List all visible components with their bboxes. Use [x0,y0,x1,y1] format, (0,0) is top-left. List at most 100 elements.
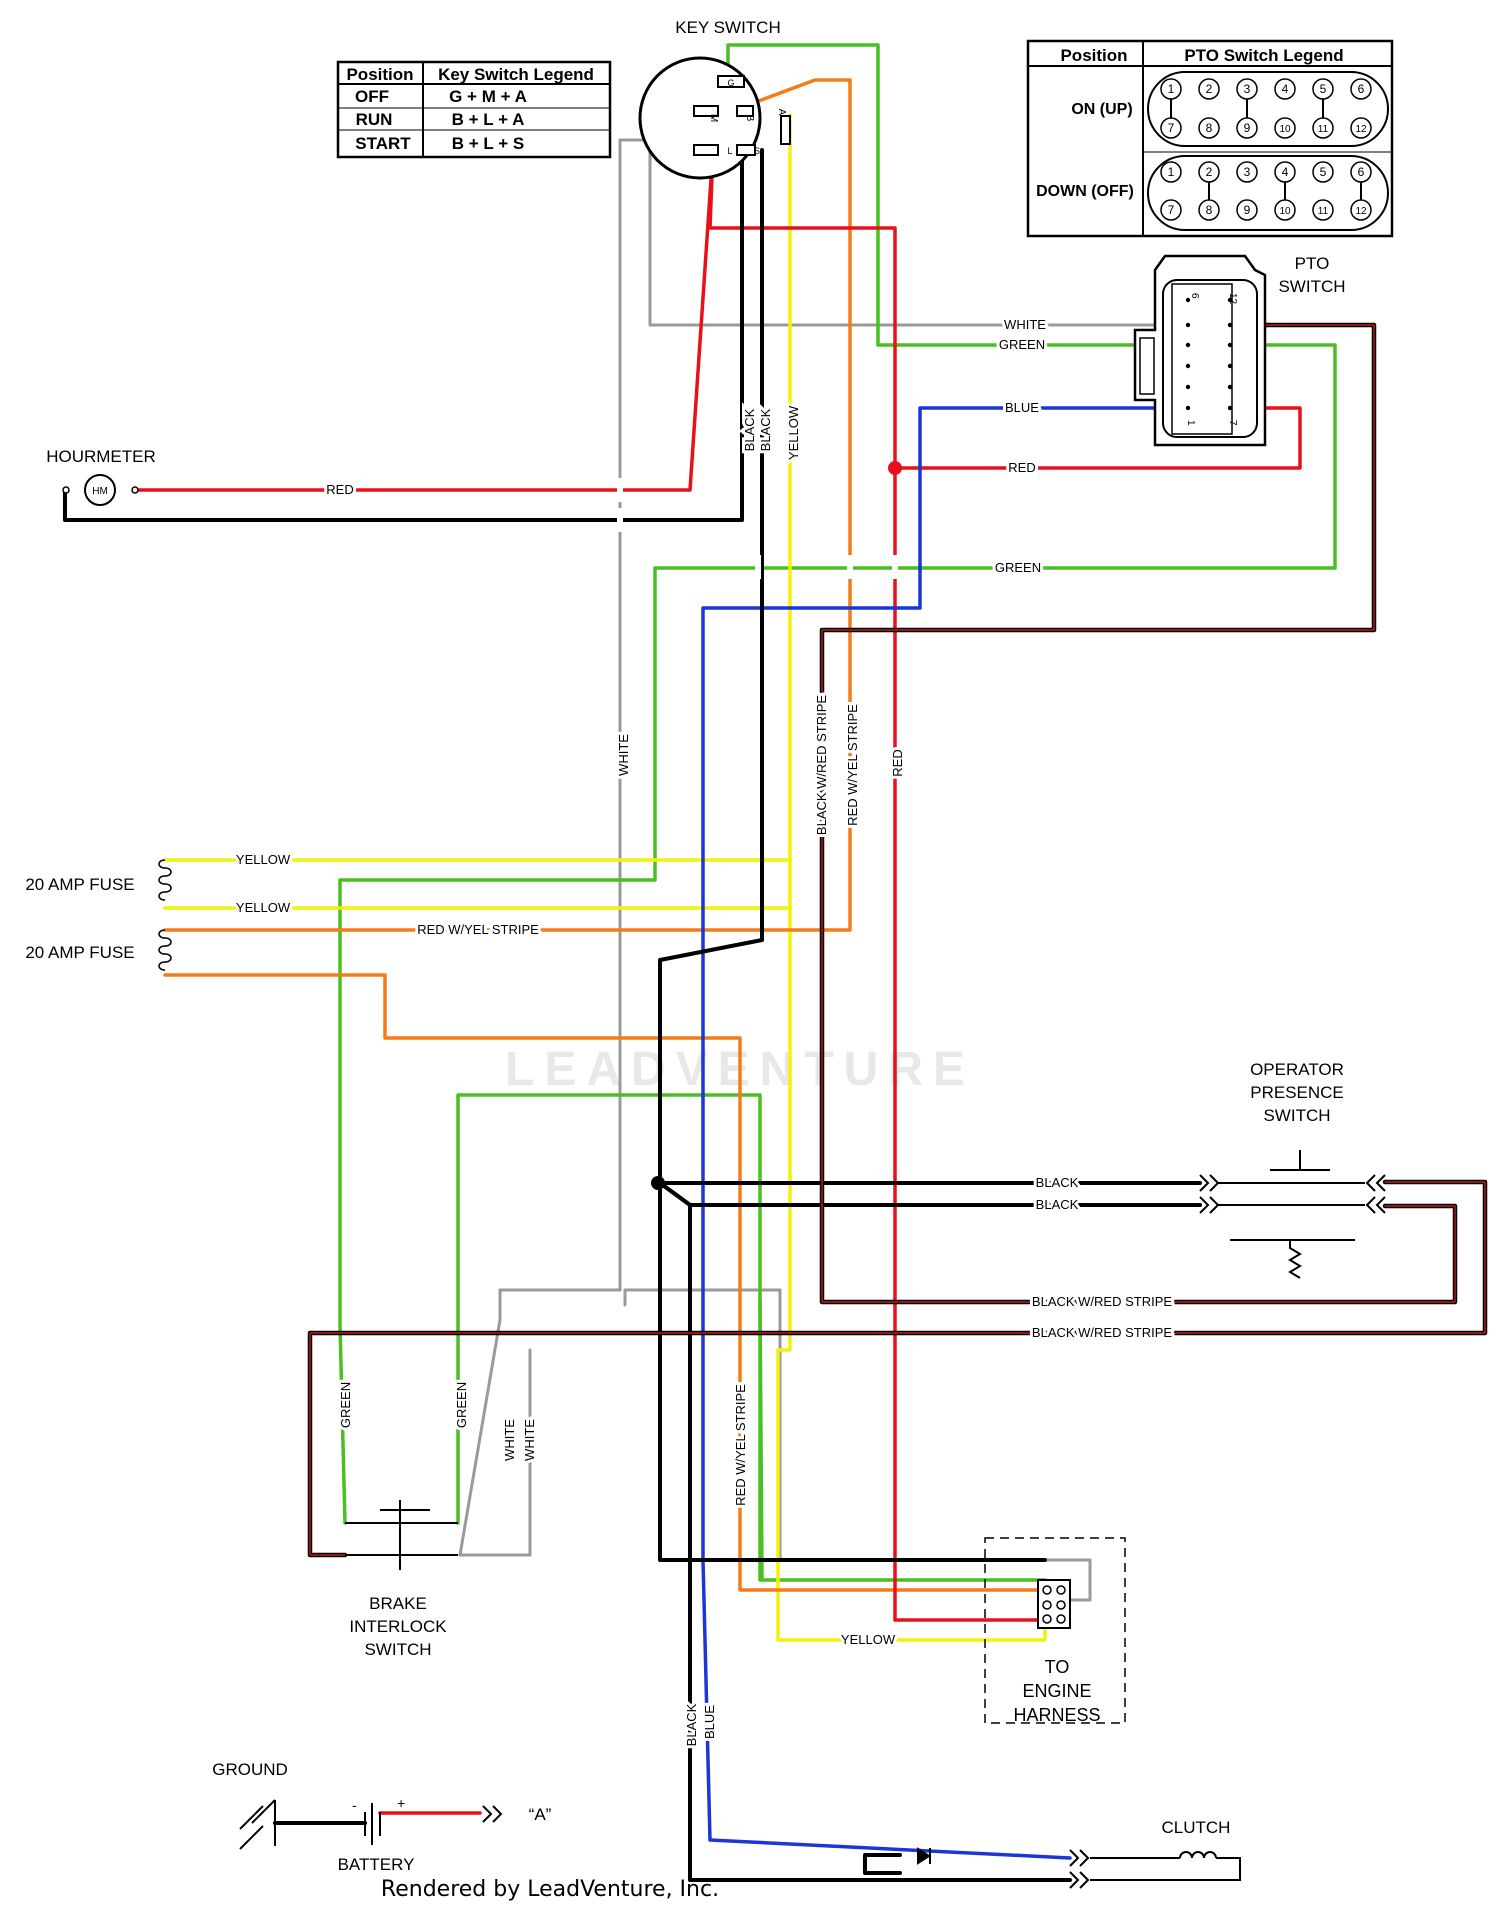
wire-label-blue-pto: BLUE [1005,400,1039,415]
wire-label-green-brake-2: GREEN [454,1382,469,1428]
wire-label-halo: BLACK [1036,1175,1079,1190]
pto-pin-label: 6 [1189,293,1200,299]
key-switch-label: KEY SWITCH [675,18,780,37]
brake-interlock-label: SWITCH [364,1640,431,1659]
pto-legend-pin-label: 5 [1320,82,1327,96]
wire-label-black-op-2: BLACK [1036,1197,1079,1212]
pto-legend-pin-label: 7 [1168,203,1175,217]
wire-label-halo: GREEN [995,560,1041,575]
diode-symbol [917,1847,931,1865]
pto-legend-pin-label: 4 [1282,165,1289,179]
key-terminal-g: G [727,78,734,88]
wire-label-halo: BLUE [1005,400,1039,415]
key-terminal-m: M [708,114,719,122]
yellow-wires [163,113,1047,1642]
key-legend-row-position: OFF [355,87,389,106]
pto-legend-pin-label: 5 [1320,165,1327,179]
pto-legend-pin [1236,161,1258,183]
wire-label-black-1: BLACK [742,408,757,451]
orange-wires [163,78,1047,1600]
wire-label-halo: BLACK [684,1703,699,1746]
wire-label-halo: BLACK [742,408,757,451]
pto-legend-pin-label: 2 [1206,165,1213,179]
pto-legend-pin [1274,78,1296,100]
operator-presence-label: PRESENCE [1250,1083,1344,1102]
key-switch-legend: Position Key Switch Legend OFF G + M + A… [336,60,612,159]
wire-label-black-op-1: BLACK [1036,1175,1079,1190]
wire-label-halo: GREEN [338,1382,353,1428]
fuse-label: 20 AMP FUSE [25,875,134,894]
battery-label: BATTERY [338,1855,415,1874]
wire-label-halo: WHITE [1004,317,1046,332]
pto-legend-down-label: DOWN (OFF) [1036,183,1134,200]
engine-harness-label: ENGINE [1022,1681,1091,1701]
wire-label-red-vert: RED [890,749,905,776]
key-legend-row-position: RUN [356,110,393,129]
wire-label-yellow-fuse-1: YELLOW [236,852,291,867]
pto-legend-pin-label: 7 [1168,121,1175,135]
clutch-symbol [1069,1849,1241,1889]
battery-minus: - [352,1797,357,1813]
pto-legend-pin [1160,78,1182,100]
wire-labels: WHITEWHITEGREENGREENBLUEBLUEREDREDGREENG… [233,314,1175,1749]
wire-label-green-brake-1: GREEN [338,1382,353,1428]
wire-label-halo: WHITE [502,1419,517,1461]
key-terminal-a: A [776,109,787,116]
wire-label-red-yel-lower: RED W/YEL STRIPE [733,1384,748,1506]
white-wires [458,133,1192,1602]
pto-pin-label: 1 [1185,420,1196,426]
pto-legend-pin [1236,78,1258,100]
pto-legend-pin [1236,199,1258,221]
footer-credit: Rendered by LeadVenture, Inc. [381,1877,719,1902]
pto-legend-on-label: ON (UP) [1071,101,1132,118]
fuse-symbols [158,859,172,971]
wire-label-black-red-op-2: BLACK W/RED STRIPE [1032,1325,1172,1340]
wire-label-black-clutch: BLACK [684,1703,699,1746]
green-wires [338,43,1337,1582]
key-terminal-b: B [744,115,755,122]
pto-legend-pin-label: 4 [1282,82,1289,96]
operator-presence-label: SWITCH [1263,1106,1330,1125]
pto-legend-pin-label: 10 [1279,124,1291,135]
hourmeter: HM [62,474,139,506]
pto-legend-pin-label: 9 [1244,121,1251,135]
pto-switch-legend: Position PTO Switch Legend ON (UP) DOWN … [1026,39,1394,238]
pto-pin-label: 12 [1227,293,1238,305]
pto-legend-pin [1312,161,1334,183]
pto-legend-pin [1274,117,1296,139]
operator-presence-switch [1199,1150,1386,1279]
pto-legend-pin [1312,78,1334,100]
pto-legend-position-header: Position [1060,46,1127,65]
pto-legend-pin-label: 8 [1206,121,1213,135]
pto-legend-pin [1198,199,1220,221]
wire-label-halo: BLACK [1036,1197,1079,1212]
wire-label-red-pto: RED [1008,460,1035,475]
pto-switch-label: PTO [1295,254,1330,273]
pto-legend-pin [1350,117,1372,139]
pto-legend-pin [1160,161,1182,183]
pto-legend-pin-label: 2 [1206,82,1213,96]
wire-label-halo: BLACK [758,408,773,451]
pto-legend-pin [1350,78,1372,100]
wire-label-halo: YELLOW [236,900,291,915]
pto-legend-pin-label: 1 [1168,82,1175,96]
clutch-label: CLUTCH [1162,1818,1231,1837]
wire-label-white-pto: WHITE [1004,317,1046,332]
key-legend-position-header: Position [346,65,413,84]
wire-label-black-red-op-1: BLACK W/RED STRIPE [1032,1294,1172,1309]
wire-label-halo: RED [890,749,905,776]
pto-legend-pin-label: 3 [1244,165,1251,179]
wire-label-black-2: BLACK [758,408,773,451]
pto-legend-pin-label: 8 [1206,203,1213,217]
wire-label-halo: YELLOW [236,852,291,867]
key-terminal-s: S [754,146,760,156]
brake-interlock-switch [345,1500,458,1570]
wire-label-white-brake-1: WHITE [502,1419,517,1461]
pto-legend-pin-label: 3 [1244,82,1251,96]
wire-label-yellow-key: YELLOW [786,405,801,460]
wire-label-white-vert: WHITE [616,734,631,776]
pto-legend-pin [1198,161,1220,183]
pto-switch-label: SWITCH [1278,277,1345,296]
key-terminal-l: L [727,146,732,156]
wire-label-halo: RED W/YEL STRIPE [845,704,860,826]
